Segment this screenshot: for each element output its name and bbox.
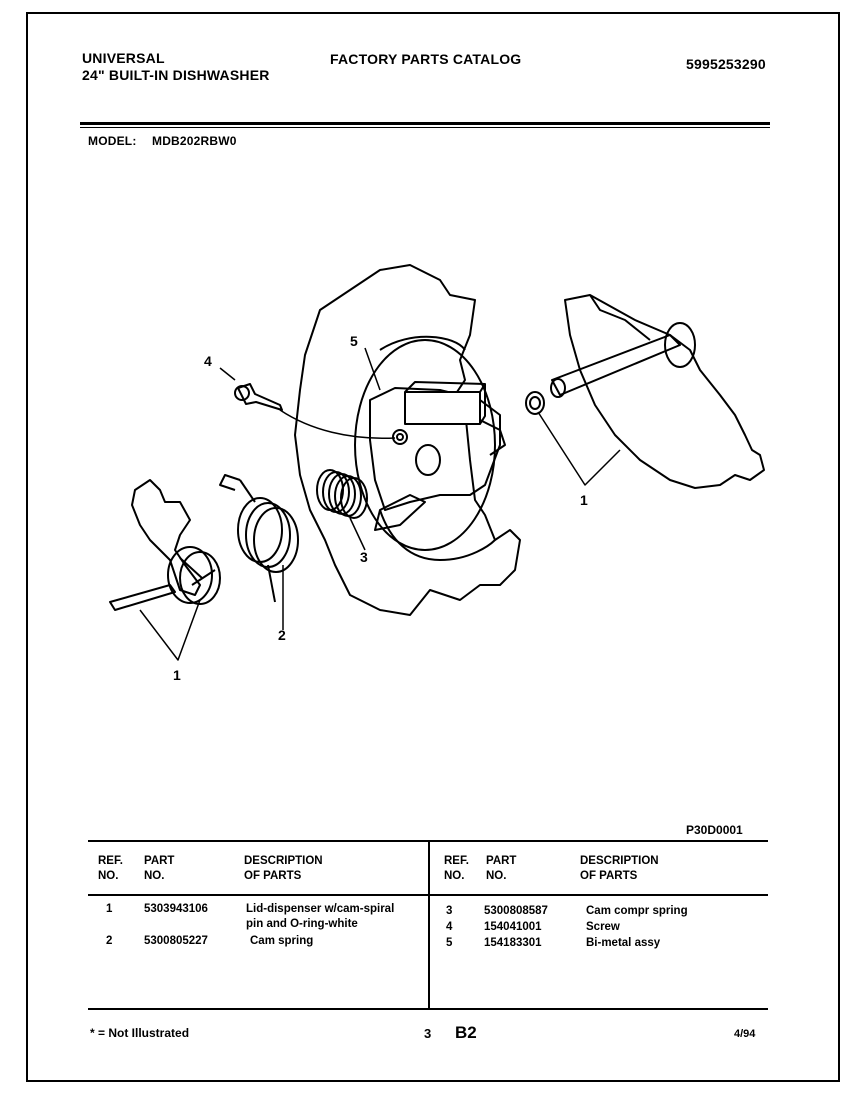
header-ref-left: REF. NO. bbox=[98, 855, 123, 882]
callout-4: 4 bbox=[204, 353, 212, 369]
callout-1-left: 1 bbox=[173, 667, 181, 683]
exploded-parts-diagram: 5 4 1 3 2 1 bbox=[109, 264, 765, 683]
section-code: B2 bbox=[455, 1023, 477, 1042]
catalog-number: 5995253290 bbox=[686, 56, 766, 72]
row-4-desc: Screw bbox=[586, 921, 620, 933]
leader-1-right bbox=[537, 411, 621, 486]
lid-dispenser-right bbox=[564, 294, 765, 489]
page-number: 3 bbox=[424, 1026, 432, 1041]
header-desc-left: DESCRIPTION OF PARTS bbox=[244, 855, 323, 882]
callout-1-right: 1 bbox=[580, 492, 588, 508]
lid-shaft bbox=[551, 334, 681, 396]
row-3-ref: 3 bbox=[446, 905, 453, 917]
row-3-desc: Cam compr spring bbox=[586, 905, 688, 917]
table-divider bbox=[428, 842, 430, 1008]
o-ring bbox=[525, 391, 545, 415]
row-5-desc: Bi-metal assy bbox=[586, 937, 661, 949]
product-name: 24" BUILT-IN DISHWASHER bbox=[82, 67, 270, 83]
table-header-rule bbox=[88, 894, 768, 896]
housing-recess bbox=[354, 339, 496, 551]
bi-metal-screw-hole bbox=[392, 429, 408, 445]
cam-spring bbox=[219, 474, 299, 603]
dispenser-housing-plate bbox=[294, 264, 521, 616]
row-5-part: 154183301 bbox=[484, 937, 542, 949]
leader-1-left bbox=[139, 599, 201, 661]
diagram-code: P30D0001 bbox=[686, 823, 743, 837]
row-5-ref: 5 bbox=[446, 937, 453, 949]
row-4-ref: 4 bbox=[446, 921, 453, 933]
screw bbox=[237, 383, 283, 411]
housing-inner-curve bbox=[379, 335, 496, 561]
row-2-desc: Cam spring bbox=[250, 935, 314, 947]
not-illustrated-note: * = Not Illustrated bbox=[90, 1026, 190, 1040]
callout-3: 3 bbox=[360, 549, 368, 565]
row-2-part: 5300805227 bbox=[144, 935, 208, 947]
leader-4 bbox=[219, 367, 236, 381]
leader-3 bbox=[349, 517, 366, 551]
header-part-left: PART NO. bbox=[144, 855, 175, 882]
row-1-desc: Lid-dispenser w/cam-spiral pin and O-rin… bbox=[246, 903, 395, 930]
row-2-ref: 2 bbox=[106, 935, 113, 947]
model-label: MODEL: bbox=[88, 134, 137, 148]
callout-2: 2 bbox=[278, 627, 286, 643]
leader-4-to-hole bbox=[279, 409, 396, 440]
page-border bbox=[26, 12, 840, 1082]
row-4-part: 154041001 bbox=[484, 921, 542, 933]
brand-name: UNIVERSAL bbox=[82, 50, 165, 66]
header-part-right: PART NO. bbox=[486, 855, 517, 882]
row-1-part: 5303943106 bbox=[144, 903, 208, 915]
cam-compression-spring bbox=[316, 469, 368, 519]
model-value: MDB202RBW0 bbox=[152, 134, 237, 148]
row-3-part: 5300808587 bbox=[484, 905, 548, 917]
bi-metal-block bbox=[404, 391, 481, 425]
header-ref-right: REF. NO. bbox=[444, 855, 469, 882]
leader-5 bbox=[364, 347, 381, 391]
catalog-date: 4/94 bbox=[734, 1028, 756, 1040]
lid-dispenser-left bbox=[109, 479, 221, 611]
callout-5: 5 bbox=[350, 333, 358, 349]
parts-table: REF. NO. PART NO. DESCRIPTION OF PARTS R… bbox=[88, 840, 768, 1010]
row-1-ref: 1 bbox=[106, 903, 113, 915]
catalog-title: FACTORY PARTS CATALOG bbox=[330, 51, 522, 67]
header-rule-bottom bbox=[80, 127, 770, 128]
header-desc-right: DESCRIPTION OF PARTS bbox=[580, 855, 659, 882]
header-rule-top bbox=[80, 122, 770, 125]
